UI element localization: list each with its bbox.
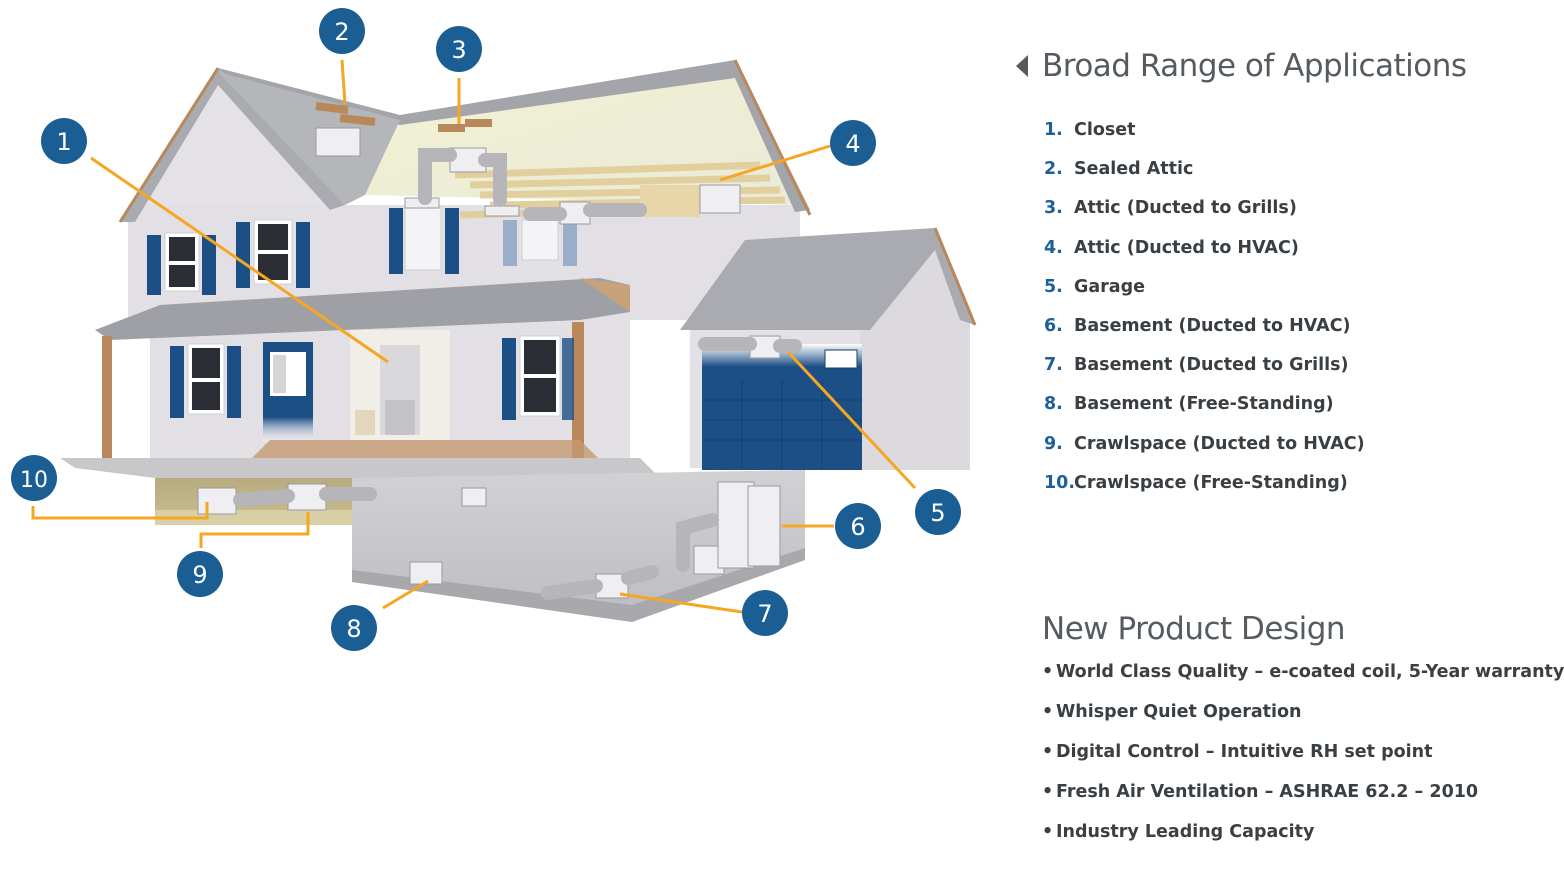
callout-7: 7 (742, 590, 788, 636)
callout-6: 6 (835, 503, 881, 549)
application-item: 3. Attic (Ducted to Grills) (1044, 198, 1365, 237)
svg-text:5: 5 (930, 499, 945, 527)
feature-item: •Industry Leading Capacity (1042, 822, 1564, 862)
house-cutaway-diagram: 1 2 3 4 5 6 7 8 9 10 (11, 8, 977, 651)
callout-9: 9 (177, 551, 223, 597)
application-number: 6. (1044, 315, 1063, 336)
svg-text:8: 8 (346, 615, 361, 643)
feature-item: •World Class Quality – e-coated coil, 5-… (1042, 662, 1564, 702)
application-item: 8. Basement (Free-Standing) (1044, 394, 1365, 433)
application-number: 4. (1044, 237, 1063, 258)
application-label: Basement (Free-Standing) (1074, 394, 1334, 415)
callout-markers: 1 2 3 4 5 6 7 8 9 10 (11, 8, 961, 651)
callout-10: 10 (11, 455, 57, 501)
application-label: Garage (1074, 276, 1146, 297)
feature-text: Whisper Quiet Operation (1056, 702, 1302, 722)
leader-lines (31, 59, 917, 614)
applications-title: Broad Range of Applications (1042, 48, 1467, 84)
svg-text:3: 3 (451, 36, 466, 64)
bullet-icon: • (1042, 702, 1054, 722)
triangle-left-icon (1016, 55, 1028, 77)
application-item: 9. Crawlspace (Ducted to HVAC) (1044, 434, 1365, 473)
garage-roof (680, 228, 975, 330)
application-item: 2. Sealed Attic (1044, 159, 1365, 198)
left-roof (120, 68, 345, 222)
feature-item: •Fresh Air Ventilation – ASHRAE 62.2 – 2… (1042, 782, 1564, 822)
duct-work (233, 148, 802, 600)
application-item: 5. Garage (1044, 277, 1365, 316)
application-number: 1. (1044, 120, 1063, 140)
application-label: Crawlspace (Ducted to HVAC) (1074, 433, 1365, 454)
feature-text: Industry Leading Capacity (1056, 822, 1315, 842)
bullet-icon: • (1042, 742, 1054, 762)
svg-text:6: 6 (850, 513, 865, 541)
application-item: 7. Basement (Ducted to Grills) (1044, 355, 1365, 394)
application-number: 10. (1044, 472, 1076, 493)
callout-3: 3 (436, 26, 482, 72)
bullet-icon: • (1042, 662, 1054, 682)
house-illustration (60, 59, 977, 622)
svg-text:9: 9 (192, 561, 207, 589)
application-label: Sealed Attic (1074, 159, 1194, 180)
svg-text:4: 4 (845, 130, 860, 158)
bullet-icon: • (1042, 822, 1054, 842)
application-label: Attic (Ducted to HVAC) (1074, 237, 1299, 258)
foundation-slab (60, 458, 660, 478)
application-label: Attic (Ducted to Grills) (1074, 198, 1297, 219)
bullet-icon: • (1042, 782, 1054, 802)
application-item: 10.Crawlspace (Free-Standing) (1044, 473, 1365, 512)
svg-text:1: 1 (56, 128, 71, 156)
applications-list: 1. Closet 2. Sealed Attic 3. Attic (Ducted to… (1044, 120, 1365, 512)
svg-text:7: 7 (757, 600, 772, 628)
features-list: •World Class Quality – e-coated coil, 5-… (1042, 662, 1564, 862)
porch-roof (95, 278, 630, 340)
lower-windows (170, 335, 574, 442)
info-panel: Broad Range of Applications 1. Closet 2. Se… (1010, 0, 1564, 869)
svg-text:2: 2 (334, 18, 349, 46)
feature-text: Digital Control – Intuitive RH set point (1056, 742, 1433, 762)
feature-item: •Digital Control – Intuitive RH set poin… (1042, 742, 1564, 782)
callout-1: 1 (41, 118, 87, 164)
callout-8: 8 (331, 605, 377, 651)
upper-windows (147, 205, 577, 295)
application-label: Crawlspace (Free-Standing) (1074, 472, 1348, 493)
svg-text:10: 10 (20, 468, 48, 493)
callout-2: 2 (319, 8, 365, 54)
feature-item: •Whisper Quiet Operation (1042, 702, 1564, 742)
feature-text: Fresh Air Ventilation – ASHRAE 62.2 – 20… (1056, 782, 1479, 802)
application-item: 1. Closet (1044, 120, 1365, 159)
attic-insulation (640, 185, 700, 217)
application-item: 6. Basement (Ducted to HVAC) (1044, 316, 1365, 355)
basement (352, 470, 805, 622)
application-number: 8. (1044, 394, 1063, 415)
application-item: 4. Attic (Ducted to HVAC) (1044, 238, 1365, 277)
feature-text: World Class Quality – e-coated coil, 5-Y… (1056, 662, 1564, 682)
callout-5: 5 (915, 489, 961, 535)
callout-4: 4 (830, 120, 876, 166)
application-label: Basement (Ducted to HVAC) (1074, 315, 1351, 336)
application-label: Basement (Ducted to Grills) (1074, 355, 1349, 376)
application-number: 3. (1044, 198, 1063, 219)
application-number: 9. (1044, 433, 1063, 454)
application-number: 5. (1044, 276, 1063, 297)
dehumidifier-units (197, 127, 781, 599)
porch-post-left (102, 336, 112, 460)
porch-floor (250, 440, 600, 460)
product-design-title: New Product Design (1042, 611, 1346, 647)
application-label: Closet (1074, 120, 1136, 140)
application-number: 7. (1044, 355, 1063, 376)
application-number: 2. (1044, 159, 1063, 180)
